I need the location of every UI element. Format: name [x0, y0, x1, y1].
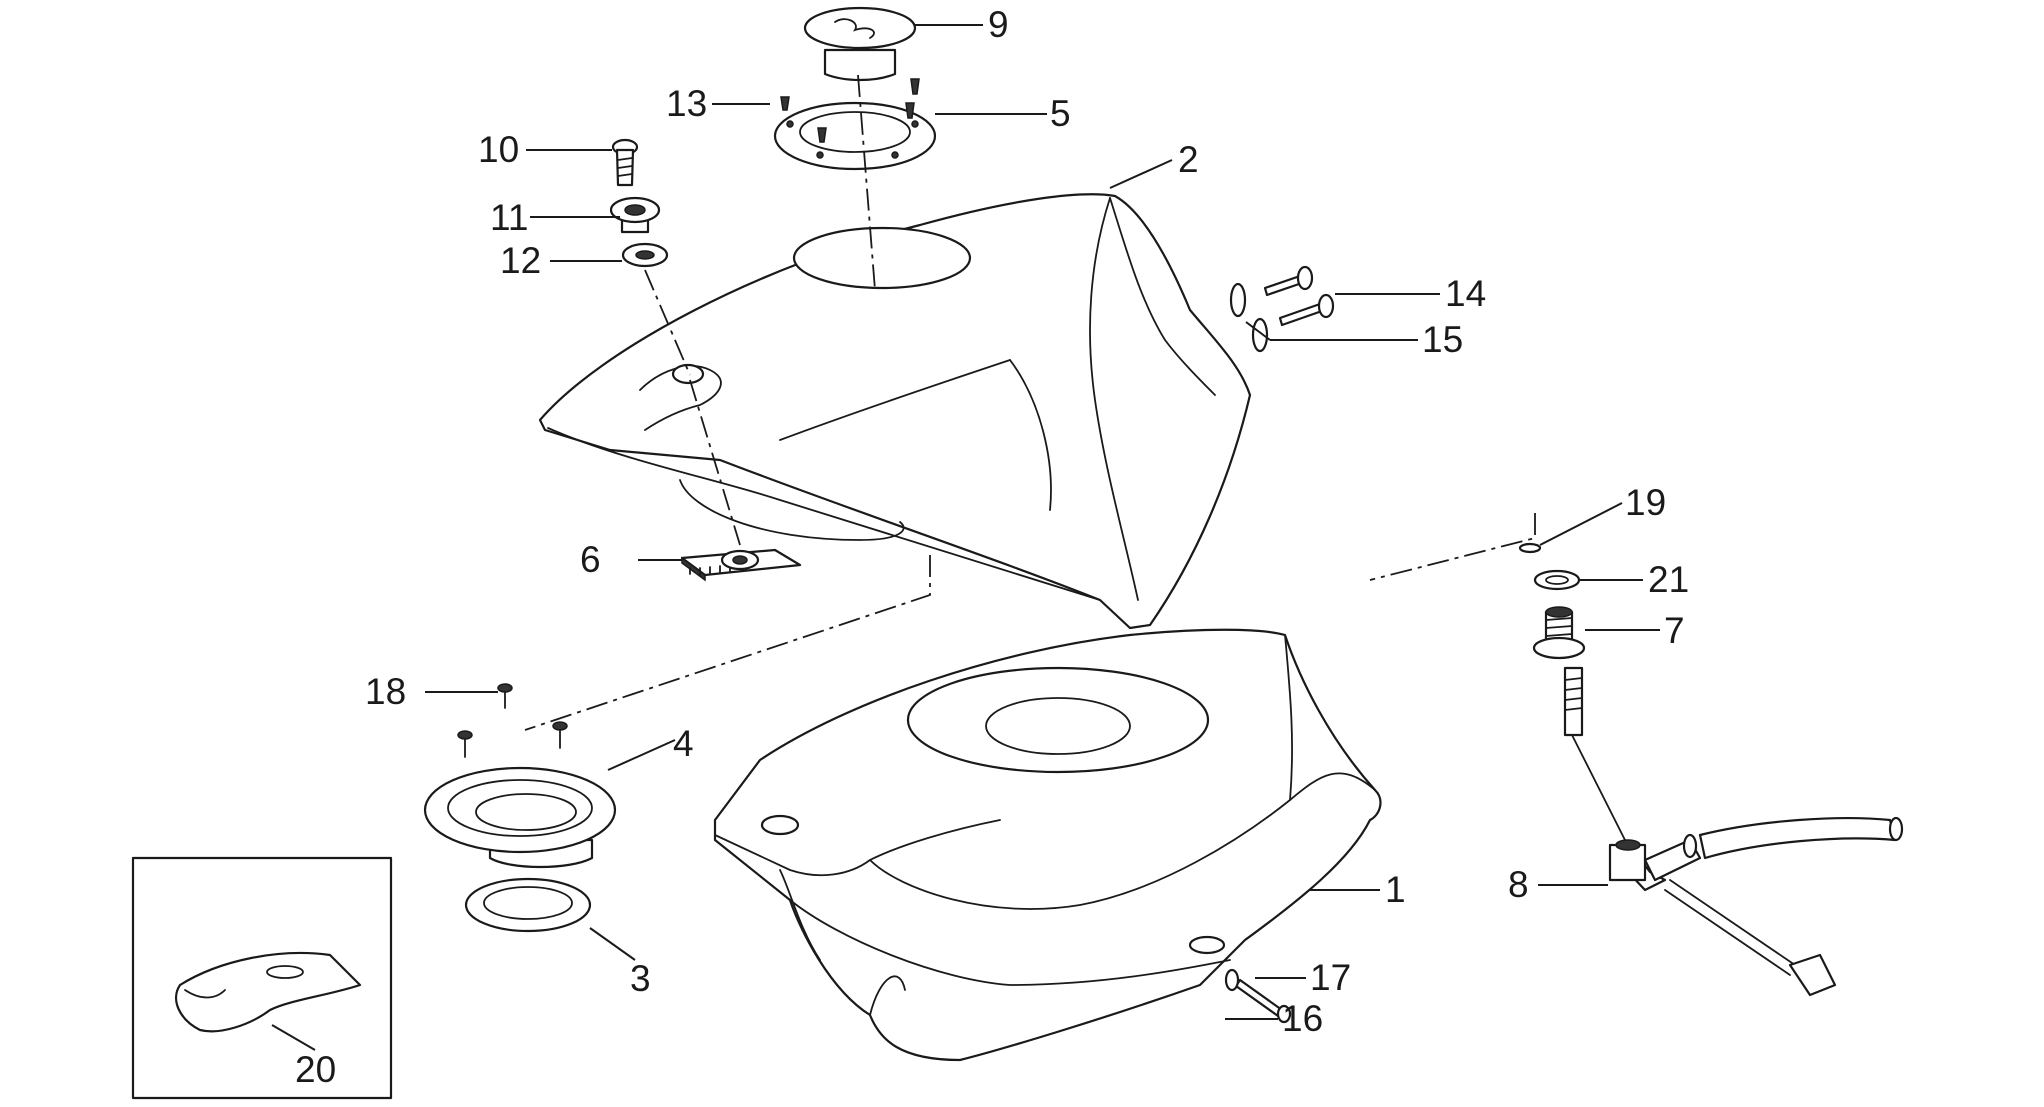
part-washers-15 [1229, 282, 1269, 353]
part-oring-19 [1518, 542, 1542, 554]
callout-15: 15 [1422, 319, 1463, 360]
assembly-lines [524, 74, 1536, 731]
part-flange-4 [423, 766, 617, 869]
part-filler-cap [803, 6, 917, 82]
callout-labels: 1 2 3 4 5 6 7 8 9 10 11 12 13 14 15 16 1… [295, 4, 1689, 1090]
callout-8: 8 [1508, 864, 1529, 905]
callout-11: 11 [490, 197, 528, 238]
part-bolt-10 [611, 138, 639, 187]
part-tank-cover [538, 193, 1252, 630]
callout-16: 16 [1282, 998, 1323, 1039]
callout-21: 21 [1648, 559, 1689, 600]
callout-2: 2 [1178, 139, 1199, 180]
part-fuel-tank [713, 628, 1382, 1062]
callout-12: 12 [500, 240, 541, 281]
callout-6: 6 [580, 539, 601, 580]
callout-1: 1 [1385, 869, 1406, 910]
part-screws-13 [780, 78, 920, 143]
part-petcock-8 [1563, 666, 1904, 997]
callout-18: 18 [365, 671, 406, 712]
callout-14: 14 [1445, 273, 1486, 314]
callout-5: 5 [1050, 93, 1071, 134]
callout-7: 7 [1664, 610, 1685, 651]
part-grommet-11 [609, 196, 661, 234]
callout-3: 3 [630, 958, 651, 999]
part-gasket-3 [464, 877, 592, 933]
callout-10: 10 [478, 129, 519, 170]
part-clip-6 [680, 548, 802, 582]
part-fitting-7 [1532, 606, 1586, 660]
part-screws-18 [457, 683, 568, 758]
callout-20: 20 [295, 1049, 336, 1090]
callout-17: 17 [1310, 957, 1351, 998]
callout-4: 4 [673, 723, 694, 764]
part-washer-17 [1224, 968, 1240, 992]
part-washer-21 [1533, 569, 1581, 591]
callout-9: 9 [988, 4, 1009, 45]
callout-13: 13 [666, 83, 707, 124]
leader-lines [271, 24, 1660, 1051]
callout-19: 19 [1625, 482, 1666, 523]
part-screws-14 [1263, 265, 1335, 327]
part-cap-ring [773, 101, 937, 171]
part-pad-20 [131, 856, 393, 1100]
part-washer-12 [621, 242, 669, 268]
